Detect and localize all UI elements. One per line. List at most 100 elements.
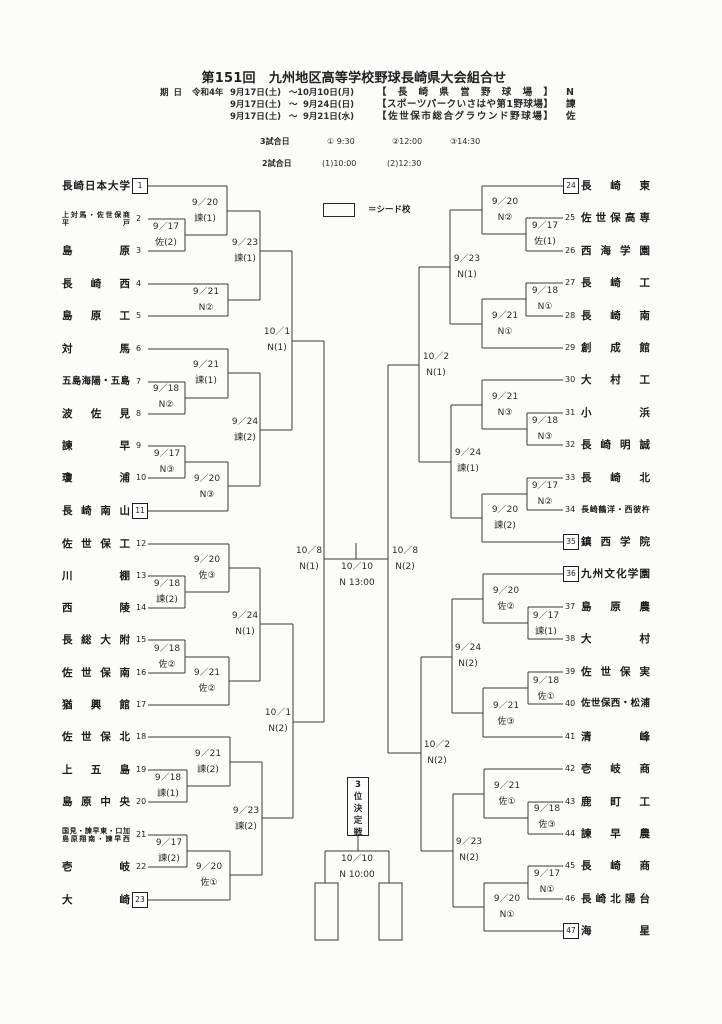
seed-number-box: 23	[132, 892, 148, 908]
seed-legend-label: ＝シード校	[368, 205, 411, 215]
team-number: 3	[136, 246, 142, 255]
glyph: ス	[386, 99, 397, 110]
match-venue: N(1)	[457, 270, 477, 280]
team-name: 波佐見	[62, 405, 130, 423]
glyph: 長	[581, 893, 592, 905]
schedule-start: 9月17日(土)	[230, 100, 282, 110]
match-date: 9／20	[491, 505, 519, 515]
match-date: 9／24	[231, 417, 259, 427]
team-number: 27	[565, 278, 576, 287]
game-time-slot: (2)12:30	[387, 159, 422, 168]
glyph: 長	[581, 180, 592, 192]
glyph: 九	[581, 568, 592, 580]
team-number: 10	[136, 473, 147, 482]
match-date: 9／17	[531, 221, 559, 231]
glyph: 崎	[610, 310, 621, 322]
glyph: 小	[581, 407, 592, 419]
glyph: 世	[81, 667, 92, 679]
glyph: ポ	[396, 99, 407, 110]
glyph: 波	[62, 408, 73, 420]
team-name: 佐世保実	[581, 663, 650, 681]
match-date: 9／21	[193, 668, 221, 678]
team-number: 33	[565, 473, 576, 482]
glyph: 大	[108, 180, 119, 192]
match-date: 9／24	[454, 643, 482, 653]
glyph: 球	[501, 87, 512, 98]
glyph: 高	[624, 212, 636, 224]
glyph: 定	[353, 816, 363, 826]
glyph: 野	[480, 87, 491, 98]
team-number: 42	[565, 764, 576, 773]
glyph: 佐	[388, 111, 398, 122]
glyph: 保	[100, 538, 111, 550]
team-name: 五島海陽・五島	[62, 373, 130, 391]
match-date: 9／17	[533, 869, 561, 879]
glyph: 北	[639, 472, 651, 484]
glyph: 洋	[607, 505, 616, 514]
match-bracket-R4	[450, 299, 483, 348]
team-name: 鹿町工	[581, 793, 650, 811]
match-venue: 佐②	[158, 660, 176, 670]
glyph: 保	[100, 731, 111, 743]
glyph: 西	[624, 505, 633, 514]
glyph: 工	[119, 538, 130, 550]
match-date: 9／17	[531, 481, 559, 491]
glyph: 南	[88, 835, 96, 843]
glyph: 総	[81, 634, 92, 646]
glyph: 長	[62, 278, 73, 290]
glyph: 場	[533, 99, 543, 110]
match-venue: 諫(1)	[535, 627, 557, 637]
glyph: 早	[92, 827, 100, 835]
glyph: 大	[581, 633, 592, 645]
match-date: 9／23	[453, 254, 481, 264]
team-number: 21	[136, 830, 147, 839]
match-bracket-L21	[292, 624, 324, 818]
glyph: 岐	[119, 861, 131, 873]
glyph: 口	[115, 827, 123, 835]
glyph: 【	[377, 99, 387, 110]
glyph: 合	[443, 111, 454, 122]
third-place-venue-time: N 10:00	[339, 870, 375, 880]
match-venue: N③	[159, 465, 175, 475]
team-name: 佐世保北	[62, 728, 130, 746]
glyph: 峰	[639, 731, 651, 743]
period-label: 期日	[160, 87, 182, 99]
match-date: 9／18	[532, 676, 560, 686]
team-name: 西陵	[62, 599, 130, 617]
glyph: 崎	[418, 87, 429, 98]
match-date: 9／21	[491, 311, 519, 321]
glyph: 園	[639, 568, 650, 580]
glyph: 長	[581, 439, 592, 451]
match-venue: 諫(2)	[234, 433, 256, 443]
glyph: 成	[610, 342, 621, 354]
match-date: 10／1	[263, 327, 291, 337]
glyph: 杵	[641, 505, 650, 514]
match-date: 10／8	[295, 546, 323, 556]
glyph: 学	[620, 536, 631, 548]
match-venue: N①	[499, 910, 515, 920]
seed-number-box: 36	[563, 566, 579, 582]
schedule-venue: 【佐世保市総合グラウンド野球場】	[377, 111, 553, 123]
glyph: 大	[100, 634, 111, 646]
match-date: 9／21	[194, 749, 222, 759]
match-bracket-R14	[483, 672, 529, 704]
glyph: 長	[62, 505, 73, 517]
glyph: ン	[487, 111, 498, 122]
final-date: 10／10	[341, 562, 373, 572]
